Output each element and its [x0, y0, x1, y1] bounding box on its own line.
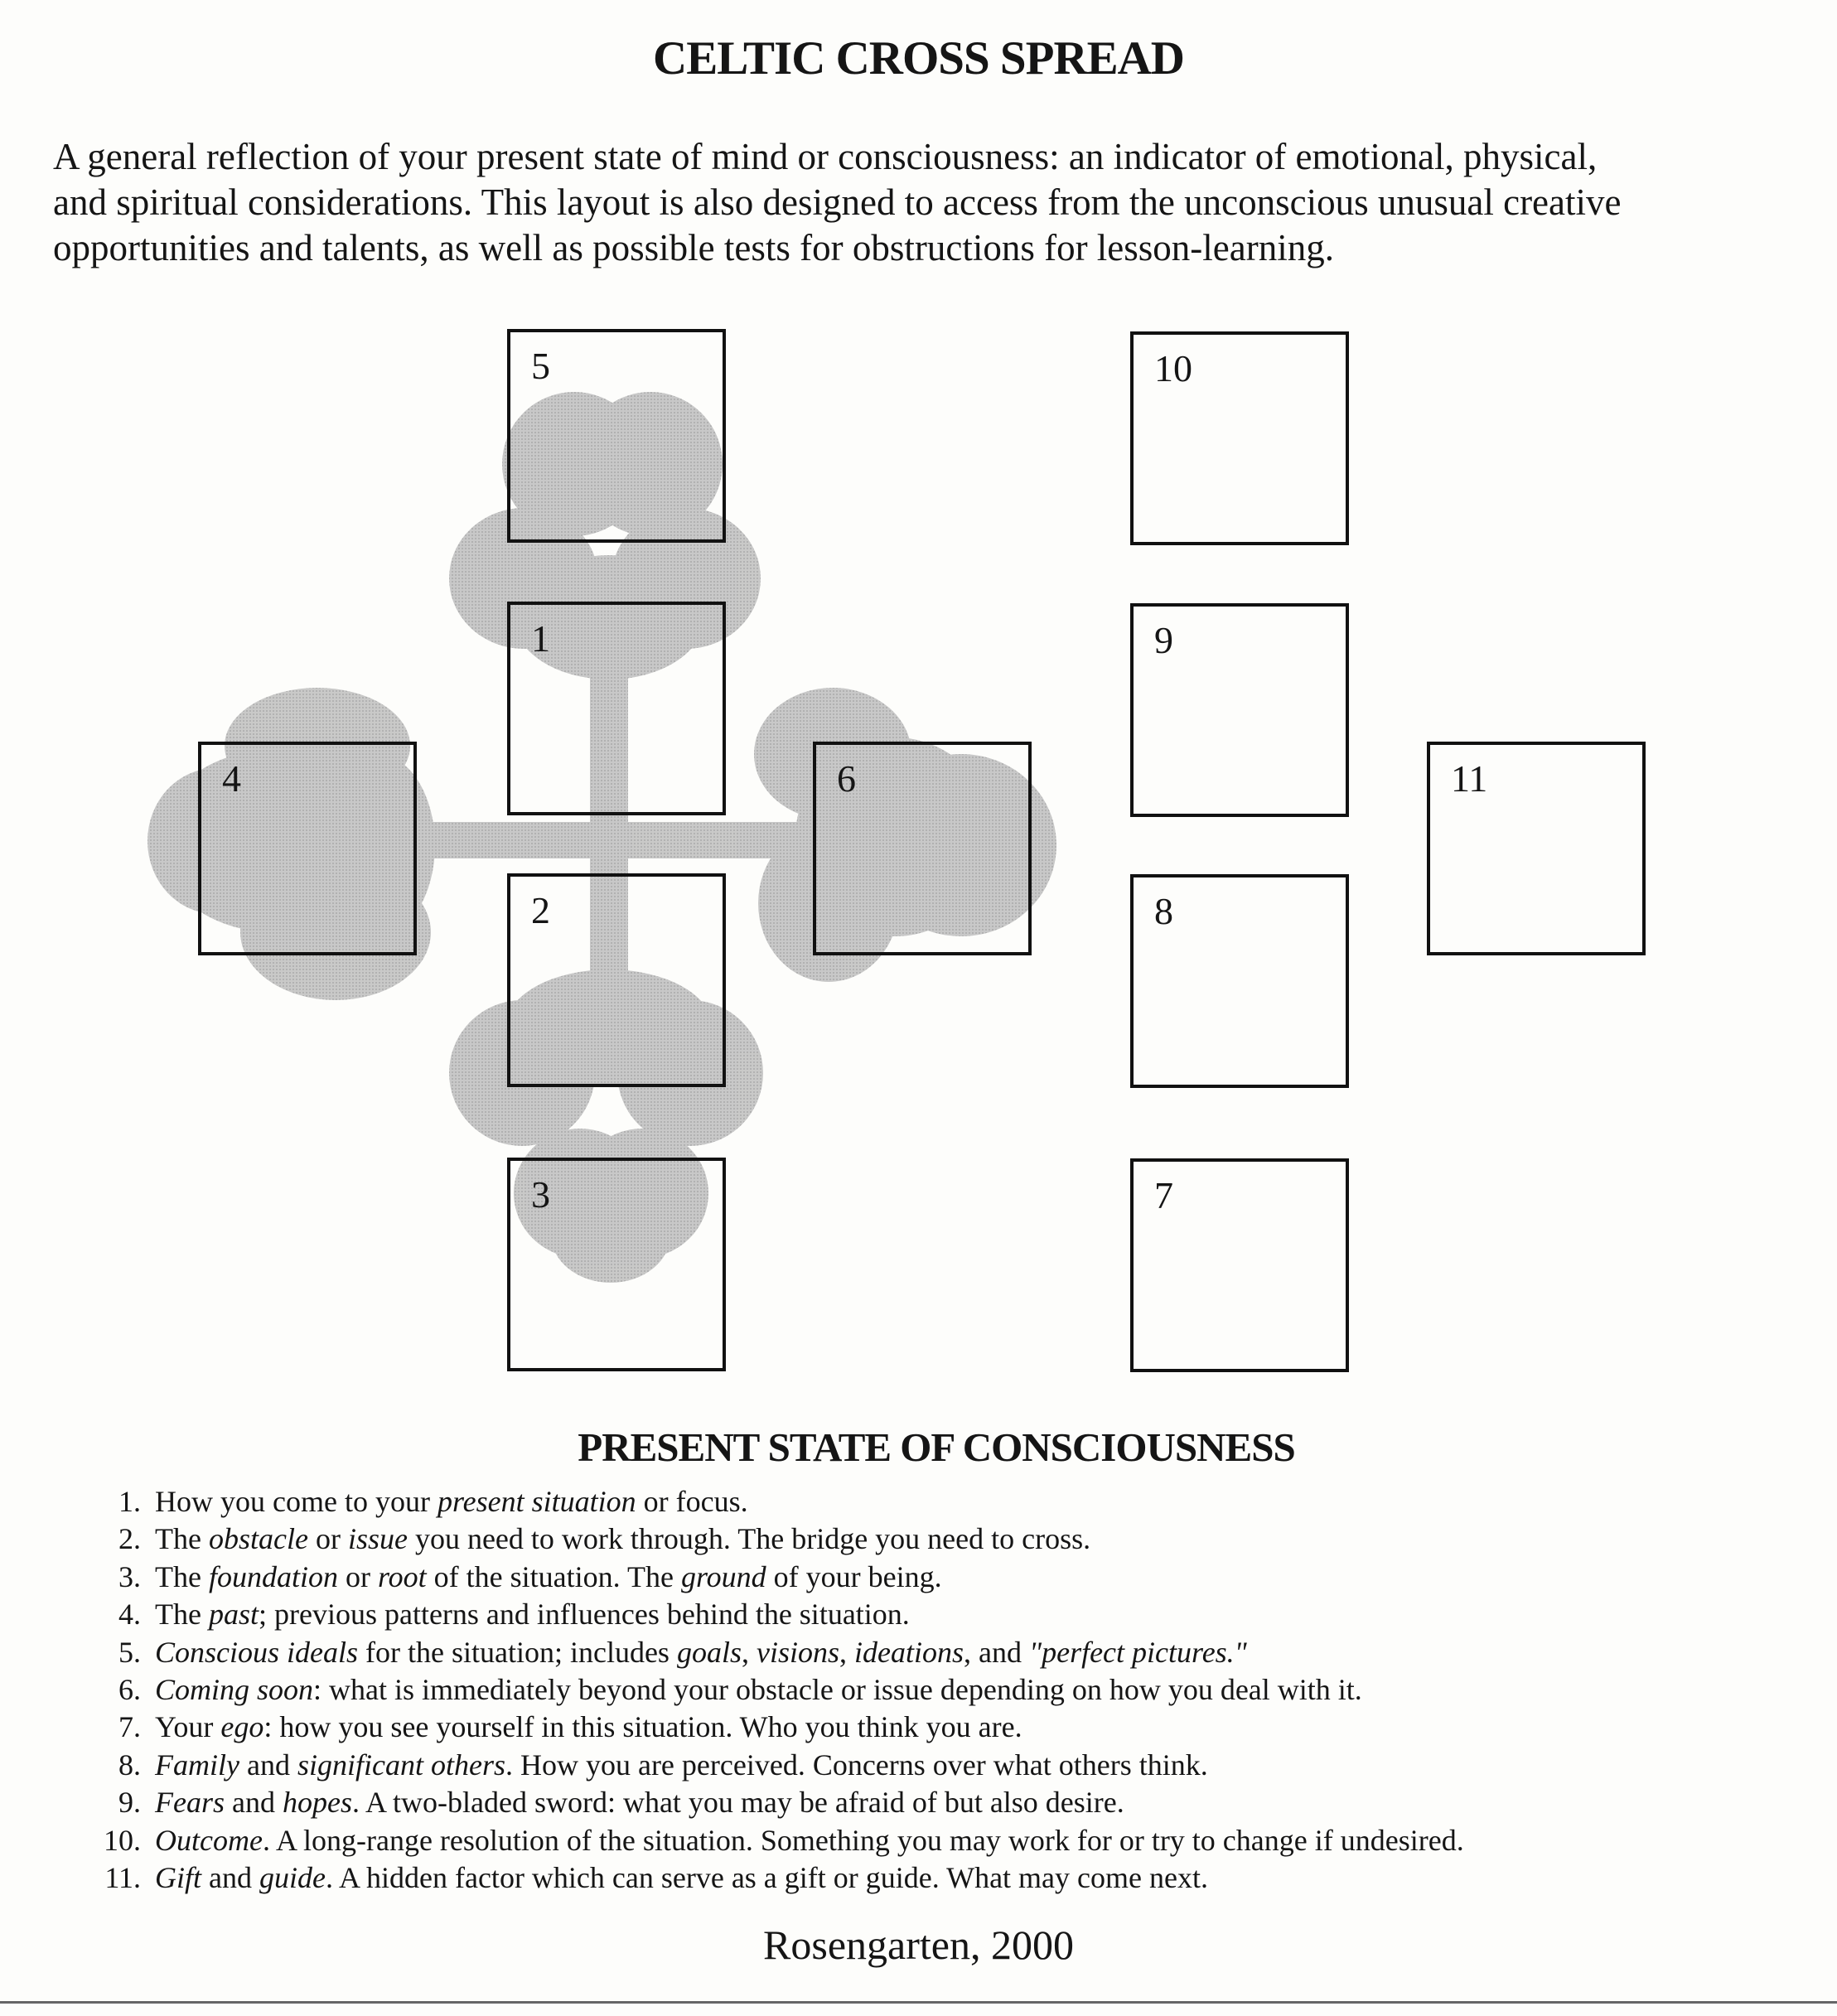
list-item: 7. Your ego: how you see yourself in this… [0, 1709, 1837, 1746]
list-item-text: The [155, 1560, 209, 1593]
list-item-text: , [742, 1636, 757, 1669]
spread-diagram: 5 1 2 3 4 6 10 9 8 7 11 [0, 0, 1837, 1409]
list-item-text: and [239, 1748, 297, 1782]
list-item-number: 6. [0, 1671, 141, 1709]
emphasis-text: past [209, 1598, 259, 1631]
emphasis-text: Fears [155, 1786, 225, 1819]
list-item-text: Your [155, 1710, 220, 1743]
bottom-divider [0, 2001, 1837, 2004]
list-item-number: 1. [0, 1483, 141, 1520]
card-slot-2: 2 [507, 873, 726, 1087]
list-item-text: : what is immediately beyond your obstac… [313, 1673, 1362, 1706]
emphasis-text: ego [220, 1710, 263, 1743]
list-item-number: 10. [0, 1822, 141, 1859]
emphasis-text: visions [757, 1636, 839, 1669]
list-item: 1. How you come to your present situation… [0, 1483, 1837, 1520]
list-item: 11. Gift and guide. A hidden factor which… [0, 1859, 1837, 1897]
card-slot-3: 3 [507, 1158, 726, 1371]
list-item-text: . A two-bladed sword: what you may be af… [352, 1786, 1124, 1819]
list-item-text: . How you are perceived. Concerns over w… [505, 1748, 1208, 1782]
list-item-number: 3. [0, 1559, 141, 1596]
emphasis-text: foundation [209, 1560, 338, 1593]
card-number: 6 [837, 760, 856, 798]
list-item-number: 7. [0, 1709, 141, 1746]
emphasis-text: ground [681, 1560, 766, 1593]
list-item-number: 8. [0, 1747, 141, 1784]
card-number: 2 [531, 892, 550, 930]
card-number: 8 [1154, 892, 1173, 931]
list-item-text: . A long-range resolution of the situati… [263, 1824, 1464, 1857]
emphasis-text: Gift [155, 1861, 201, 1894]
list-item: 2. The obstacle or issue you need to work… [0, 1520, 1837, 1558]
list-item-text: How you come to your [155, 1485, 437, 1518]
emphasis-text: present situation [437, 1485, 636, 1518]
emphasis-text: Outcome [155, 1824, 263, 1857]
card-number: 3 [531, 1176, 550, 1214]
card-slot-8: 8 [1130, 874, 1349, 1088]
card-number: 5 [531, 347, 550, 385]
list-item: 5. Conscious ideals for the situation; in… [0, 1634, 1837, 1671]
list-item: 10. Outcome. A long-range resolution of t… [0, 1822, 1837, 1859]
section-heading: PRESENT STATE OF CONSCIOUSNESS [0, 1424, 1837, 1471]
card-number: 9 [1154, 621, 1173, 660]
list-item: 9. Fears and hopes. A two-bladed sword: w… [0, 1784, 1837, 1821]
list-item-number: 11. [0, 1859, 141, 1897]
list-item-text: ; previous patterns and influences behin… [259, 1598, 910, 1631]
emphasis-text: significant others [297, 1748, 505, 1782]
emphasis-text: issue [348, 1522, 408, 1555]
list-item-text: : how you see yourself in this situation… [263, 1710, 1022, 1743]
list-item-text: , [839, 1636, 854, 1669]
card-number: 10 [1154, 350, 1192, 388]
card-slot-5: 5 [507, 329, 726, 543]
shaded-cross-graphic [0, 0, 1837, 1409]
emphasis-text: Conscious ideals [155, 1636, 358, 1669]
list-item: 8. Family and significant others. How you… [0, 1747, 1837, 1784]
emphasis-text: root [378, 1560, 427, 1593]
emphasis-text: Coming soon [155, 1673, 313, 1706]
emphasis-text: ideations [854, 1636, 964, 1669]
card-slot-11: 11 [1427, 742, 1646, 955]
list-item-text: , and [964, 1636, 1029, 1669]
emphasis-text: Family [155, 1748, 239, 1782]
emphasis-text: guide [259, 1861, 326, 1894]
list-item-text: you need to work through. The bridge you… [408, 1522, 1090, 1555]
list-item-text: The [155, 1522, 209, 1555]
list-item-number: 5. [0, 1634, 141, 1671]
card-slot-10: 10 [1130, 331, 1349, 545]
position-list: 1. How you come to your present situation… [0, 1483, 1837, 1897]
list-item-text: or [308, 1522, 348, 1555]
card-number: 1 [531, 620, 550, 658]
list-item: 3. The foundation or root of the situatio… [0, 1559, 1837, 1596]
emphasis-text: goals [677, 1636, 742, 1669]
list-item-text: of your being. [766, 1560, 942, 1593]
card-slot-4: 4 [198, 742, 417, 955]
card-slot-7: 7 [1130, 1158, 1349, 1372]
card-slot-9: 9 [1130, 603, 1349, 817]
list-item-number: 4. [0, 1596, 141, 1633]
list-item-number: 9. [0, 1784, 141, 1821]
card-number: 7 [1154, 1177, 1173, 1215]
list-item-text: or focus. [636, 1485, 748, 1518]
list-item-text: and [201, 1861, 259, 1894]
emphasis-text: hopes [283, 1786, 352, 1819]
list-item-text: or [338, 1560, 378, 1593]
list-item-text: . A hidden factor which can serve as a g… [326, 1861, 1208, 1894]
card-slot-6: 6 [813, 742, 1032, 955]
credit-line: Rosengarten, 2000 [0, 1921, 1837, 1969]
card-number: 4 [222, 760, 241, 798]
list-item-text: for the situation; includes [358, 1636, 677, 1669]
list-item-text: and [225, 1786, 283, 1819]
emphasis-text: "perfect pictures." [1029, 1636, 1247, 1669]
card-number: 11 [1451, 760, 1487, 798]
list-item-number: 2. [0, 1520, 141, 1558]
list-item-text: of the situation. The [427, 1560, 681, 1593]
card-slot-1: 1 [507, 602, 726, 815]
list-item-text: The [155, 1598, 209, 1631]
list-item: 4. The past; previous patterns and influe… [0, 1596, 1837, 1633]
emphasis-text: obstacle [209, 1522, 308, 1555]
list-item: 6. Coming soon: what is immediately beyon… [0, 1671, 1837, 1709]
